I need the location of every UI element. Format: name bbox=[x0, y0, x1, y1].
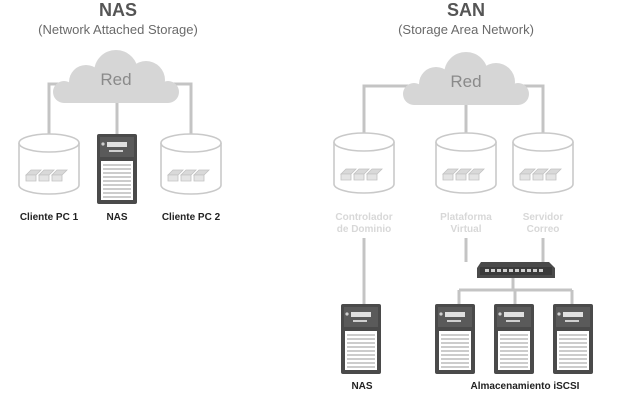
domain-controller-disk-icon bbox=[333, 132, 395, 194]
san-subtitle: (Storage Area Network) bbox=[398, 22, 534, 37]
domain-controller-label-line1: Controlador bbox=[335, 212, 392, 223]
mail-server-disk-icon bbox=[512, 132, 574, 194]
virtual-platform-label-line1: Plataforma bbox=[440, 212, 492, 223]
mail-server-label-line2: Correo bbox=[527, 224, 560, 235]
nas-subtitle: (Network Attached Storage) bbox=[38, 22, 198, 37]
san-nas-device-icon bbox=[340, 303, 382, 375]
san-connections bbox=[362, 84, 574, 304]
iscsi-storage-unit-3-icon bbox=[552, 303, 594, 375]
client-pc1-disk-icon bbox=[18, 133, 80, 195]
nas-device-label: NAS bbox=[106, 212, 127, 223]
client-pc2-label: Cliente PC 2 bbox=[162, 212, 221, 223]
client-pc1-label: Cliente PC 1 bbox=[20, 212, 79, 223]
san-title: SAN bbox=[447, 0, 485, 20]
virtual-platform-label-line2: Virtual bbox=[451, 224, 482, 235]
san-cloud-label: Red bbox=[450, 72, 481, 91]
domain-controller-label-line2: de Dominio bbox=[337, 224, 391, 235]
nas-cloud-label: Red bbox=[100, 70, 131, 89]
virtual-platform-disk-icon bbox=[435, 132, 497, 194]
nas-device-icon bbox=[96, 133, 138, 205]
san-nas-label: NAS bbox=[351, 381, 372, 392]
mail-server-label-line1: Servidor bbox=[523, 212, 564, 223]
iscsi-storage-label: Almacenamiento iSCSI bbox=[471, 381, 580, 392]
network-switch-icon bbox=[477, 262, 555, 278]
client-pc2-disk-icon bbox=[160, 133, 222, 195]
iscsi-storage-unit-1-icon bbox=[434, 303, 476, 375]
nas-title: NAS bbox=[99, 0, 137, 20]
iscsi-storage-unit-2-icon bbox=[493, 303, 535, 375]
